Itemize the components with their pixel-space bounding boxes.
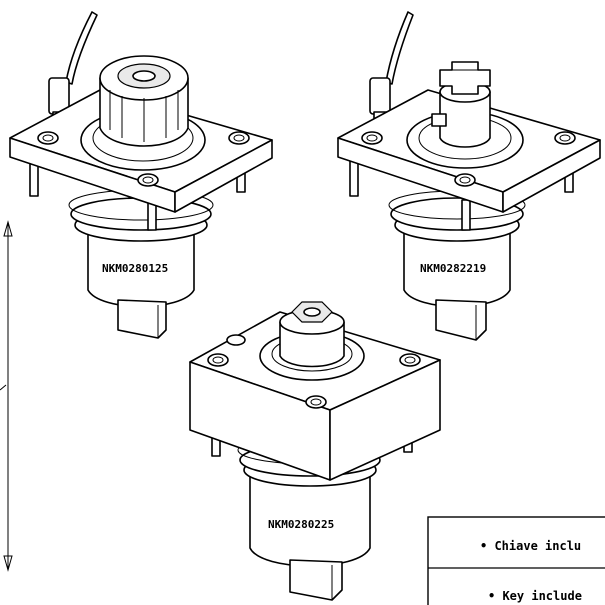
tool-nkm0282219: NKM0282219 bbox=[337, 11, 601, 341]
notes-box: • Chiave inclu • Key include bbox=[427, 516, 605, 605]
product-code-3: NKM0280225 bbox=[268, 518, 334, 531]
product-code-2: NKM0282219 bbox=[420, 262, 486, 275]
product-code-1: NKM0280125 bbox=[102, 262, 168, 275]
dimension-line bbox=[0, 220, 13, 572]
note-italian: • Chiave inclu bbox=[480, 539, 581, 553]
tool-nkm0280225: NKM0280225 bbox=[189, 301, 441, 601]
tool-nkm0280125: NKM0280125 bbox=[9, 11, 273, 339]
note-english: • Key include bbox=[488, 589, 582, 603]
